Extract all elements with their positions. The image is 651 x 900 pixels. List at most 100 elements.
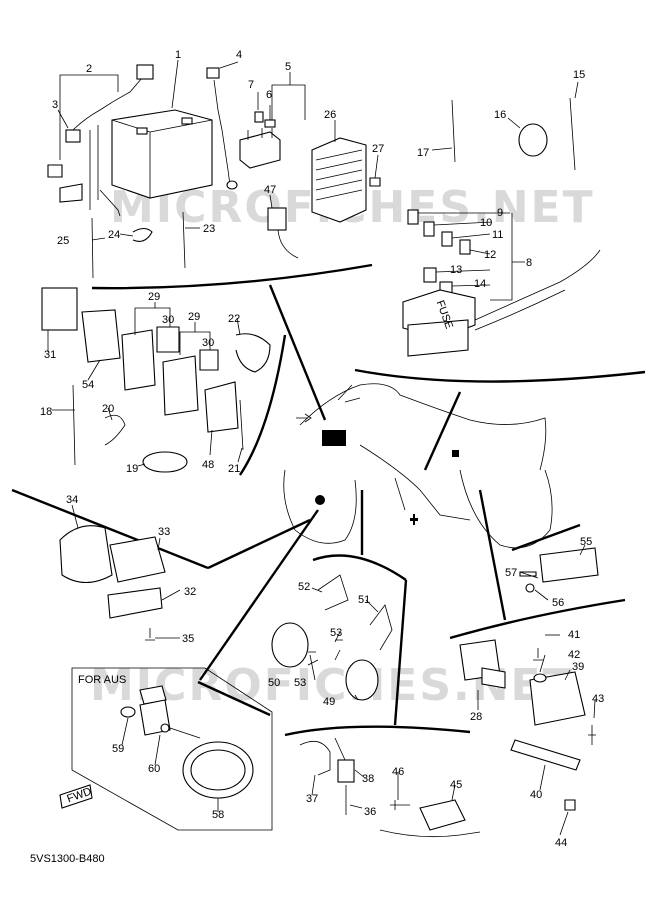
callout-label: 9 — [497, 207, 503, 219]
arrow-icon — [296, 413, 312, 423]
callout-label: 22 — [228, 313, 240, 325]
cable-tie-23 — [182, 211, 186, 269]
callout-label: 39 — [572, 661, 584, 673]
callout-label: 42 — [568, 649, 580, 661]
callout-label: 60 — [148, 763, 160, 775]
group-outline-horn — [312, 554, 407, 581]
callout-label: 53 — [294, 677, 306, 689]
holder-16 — [518, 123, 548, 157]
callout-label: 47 — [264, 184, 276, 196]
starter-relay — [239, 111, 281, 169]
horn-assembly — [271, 574, 393, 701]
group-outline-battery — [91, 263, 373, 290]
callout-label: 18 — [40, 406, 52, 418]
fwd-arrow-icon — [59, 784, 93, 809]
battery-cable — [206, 67, 238, 190]
callout-label: 27 — [372, 143, 384, 155]
callout-label: 15 — [573, 69, 585, 81]
inset-label: FOR AUS — [78, 674, 126, 686]
motorcycle-outline — [283, 383, 553, 549]
callout-label: 1 — [175, 49, 181, 61]
leader-reflector — [478, 489, 507, 621]
callout-label: 48 — [202, 459, 214, 471]
callout-label: 11 — [492, 229, 503, 241]
callout-label: 8 — [526, 257, 532, 269]
callout-label: 40 — [530, 789, 542, 801]
callout-label: 58 — [212, 809, 224, 821]
callout-label: 52 — [298, 581, 310, 593]
group-outline-reflector — [511, 523, 581, 552]
callout-label: 25 — [57, 235, 69, 247]
callout-label: 29 — [188, 311, 200, 323]
callout-label: 54 — [82, 379, 94, 391]
fuse-box-assembly: FUSE — [402, 209, 601, 357]
leader-ecu — [207, 518, 311, 570]
leader-lines — [47, 59, 596, 836]
group-outline-ecu — [11, 488, 209, 570]
callout-label: 6 — [266, 89, 272, 101]
callout-label: 43 — [592, 693, 604, 705]
fuse-marker-icon — [452, 450, 459, 457]
clamp-24 — [132, 227, 153, 242]
callout-label: 31 — [44, 349, 56, 361]
group-outline-relay-bracket — [449, 598, 626, 640]
callout-label: 12 — [484, 249, 496, 261]
callout-label: 19 — [126, 463, 138, 475]
callout-label: 59 — [112, 743, 124, 755]
callout-label: 16 — [494, 109, 506, 121]
callout-label: 20 — [102, 403, 114, 415]
callout-label: 24 — [108, 229, 120, 241]
cable-tie-15 — [569, 97, 576, 171]
callout-labels: 1 2 3 4 5 6 7 8 9 10 11 12 13 14 15 16 1… — [40, 49, 604, 849]
callout-label: 14 — [474, 278, 486, 290]
callout-label: 49 — [323, 696, 335, 708]
inset-for-aus: FOR AUS FWD — [59, 667, 273, 831]
rear-reflector — [519, 547, 599, 593]
callout-label: 3 — [52, 99, 58, 111]
turn-relay-47 — [267, 207, 299, 259]
callout-label: 50 — [268, 677, 280, 689]
callout-label: 10 — [480, 217, 492, 229]
callout-label: 2 — [86, 63, 92, 75]
callout-label: 5 — [285, 61, 291, 73]
callout-label: 35 — [182, 633, 194, 645]
callout-label: 51 — [358, 594, 370, 606]
callout-label: 34 — [66, 494, 78, 506]
callout-label: 45 — [450, 779, 462, 791]
callout-label: 37 — [306, 793, 318, 805]
callout-label: 13 — [450, 264, 462, 276]
callout-label: 23 — [203, 223, 215, 235]
callout-label: 41 — [568, 629, 580, 641]
ecu-assembly — [59, 525, 166, 641]
callout-label: 30 — [162, 314, 174, 326]
group-outline-relays — [239, 334, 287, 476]
callout-label: 46 — [392, 766, 404, 778]
callout-label: 32 — [184, 586, 196, 598]
callout-label: 56 — [552, 597, 564, 609]
callout-label: 53 — [330, 627, 342, 639]
callout-label: 29 — [148, 291, 160, 303]
callout-label: 36 — [364, 806, 376, 818]
cable-tie-25 — [91, 217, 94, 279]
callout-label: 17 — [417, 147, 429, 159]
leader-fuse — [423, 391, 462, 471]
group-outline-fuse — [354, 368, 646, 383]
callout-label: 44 — [555, 837, 567, 849]
callout-label: 7 — [248, 79, 254, 91]
relay-marker-icon — [410, 514, 418, 525]
callout-label: 57 — [505, 567, 517, 579]
relay-group — [41, 287, 271, 473]
diagram-code: 5VS1300-B480 — [30, 853, 105, 865]
battery-marker-icon — [322, 430, 346, 446]
cable-tie-17 — [451, 99, 456, 163]
callout-label: 38 — [362, 773, 374, 785]
relay-bracket-assembly — [459, 639, 596, 811]
group-outline-sidestand — [284, 725, 471, 737]
leader-inset — [199, 509, 319, 681]
horn-marker-icon — [315, 495, 325, 505]
battery-assembly — [47, 64, 213, 217]
callout-label: 28 — [470, 711, 482, 723]
rectifier-regulator — [311, 137, 381, 223]
